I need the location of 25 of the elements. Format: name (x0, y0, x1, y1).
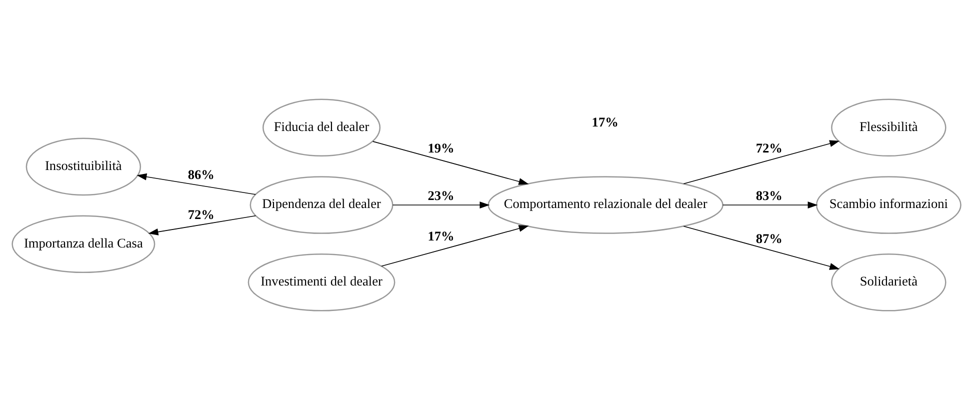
node-ellipse: Solidarietà (831, 253, 946, 312)
edge-label: 23% (428, 188, 454, 203)
node-ellipse: Insostituibilità (26, 138, 142, 196)
arrow (381, 225, 529, 267)
node-label: 17% (592, 114, 618, 130)
edge-label: 19% (428, 140, 454, 156)
arrow (392, 202, 490, 208)
arrow (722, 202, 818, 208)
edge-label: 87% (756, 231, 782, 246)
node-ellipse: Dipendenza del dealer (250, 176, 394, 234)
edge-label: 17% (428, 228, 454, 244)
edge-label: 72% (756, 140, 782, 156)
node-ellipse: Investimenti del dealer (248, 253, 396, 312)
node-ellipse: Importanza della Casa (12, 215, 156, 274)
edge-label: 72% (188, 206, 214, 222)
arrow (148, 215, 256, 236)
edge-label: 83% (756, 188, 782, 203)
node-ellipse: Fiducia del dealer (262, 98, 381, 157)
arrow (372, 141, 529, 185)
arrow (683, 140, 840, 184)
node-ellipse: Flessibilità (831, 98, 946, 157)
node-ellipse: Scambio informazioni (816, 176, 962, 234)
arrow (136, 173, 256, 195)
arrow (683, 226, 840, 270)
edge-label: 86% (188, 167, 214, 182)
